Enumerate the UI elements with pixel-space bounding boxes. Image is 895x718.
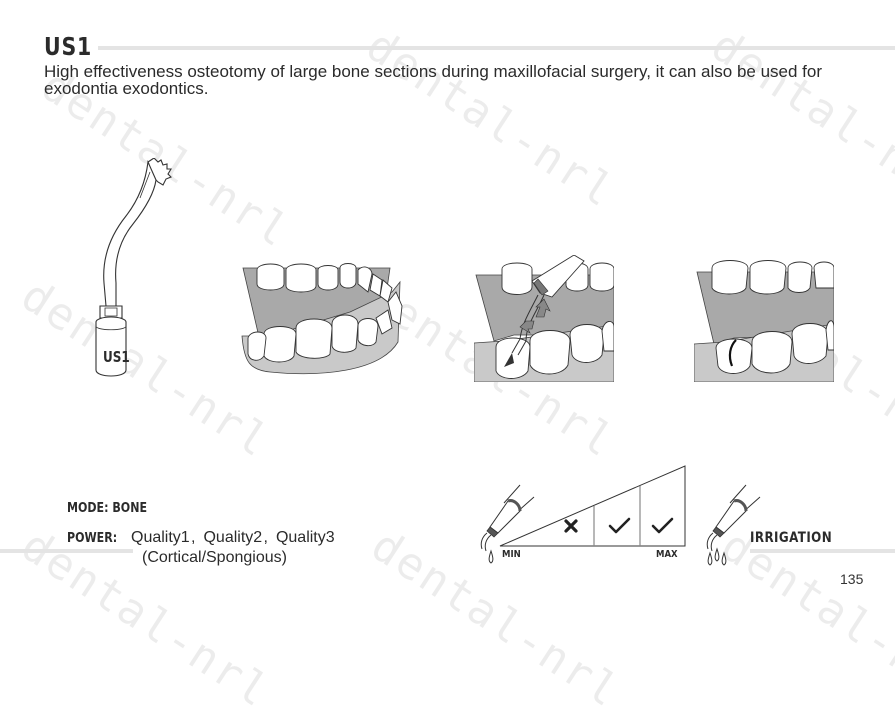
footer-divider-right bbox=[750, 549, 895, 553]
mode-label: MODE: BONE bbox=[67, 501, 147, 516]
tip-engraving: US1 bbox=[103, 348, 130, 366]
power-note: (Cortical/Spongious) bbox=[142, 549, 287, 566]
us1-tip-illustration bbox=[95, 158, 172, 377]
sectioned-tooth-illustration bbox=[694, 260, 834, 382]
page-number: 135 bbox=[840, 571, 864, 587]
check-icon bbox=[651, 517, 674, 534]
cross-icon bbox=[564, 519, 578, 533]
power-label: POWER: bbox=[67, 531, 118, 546]
max-label: MAX bbox=[656, 549, 678, 560]
min-label: MIN bbox=[502, 549, 521, 560]
open-jaw-illustration bbox=[241, 263, 403, 375]
tip-description: High effectiveness osteotomy of large bo… bbox=[44, 62, 823, 98]
power-row: POWER: Quality1 , Quality2 , Quality3 bbox=[67, 529, 335, 547]
title-divider bbox=[98, 46, 895, 50]
irrigation-label: IRRIGATION bbox=[750, 530, 833, 546]
page-title: US1 bbox=[44, 32, 93, 61]
handpiece-high-irrigation-icon bbox=[706, 484, 761, 566]
power-values: Quality1 , Quality2 , Quality3 bbox=[131, 529, 335, 546]
check-icon bbox=[608, 517, 631, 534]
tip-sectioning-tooth-illustration bbox=[474, 255, 614, 382]
footer-divider-left bbox=[0, 549, 133, 553]
handpiece-low-irrigation-icon bbox=[480, 484, 535, 564]
irrigation-scale bbox=[499, 465, 686, 547]
